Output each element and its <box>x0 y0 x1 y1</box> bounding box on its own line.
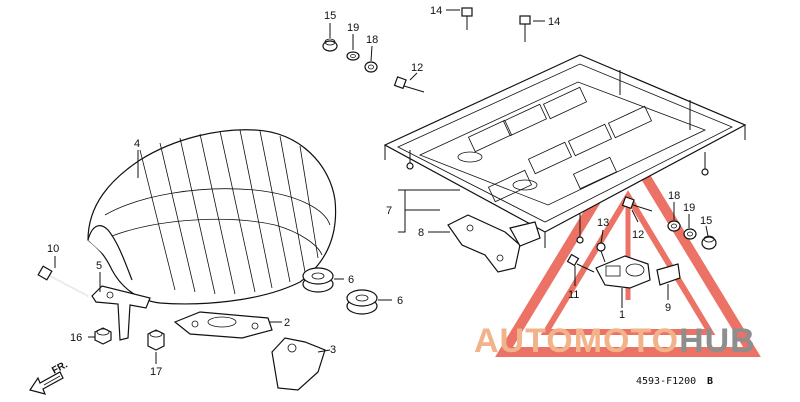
callout-9: 9 <box>665 302 671 314</box>
drawing-code-number: 4593-F1200 <box>636 376 696 387</box>
seat <box>87 129 337 305</box>
washer-19a <box>346 51 360 61</box>
callout-14a: 14 <box>430 5 442 17</box>
callout-6a: 6 <box>348 274 354 286</box>
carrier-bracket <box>447 214 541 273</box>
drawing-code: 4593-F1200 B <box>636 376 713 387</box>
watermark-logo: AUTOMOTOHUB <box>474 322 756 360</box>
callout-18b: 18 <box>668 190 680 202</box>
callout-1: 1 <box>619 309 625 321</box>
plate-2 <box>173 311 273 339</box>
washer-19b <box>683 228 697 240</box>
front-direction-arrow: FR. <box>29 359 70 395</box>
callouts: 15 19 18 14 14 12 4 7 8 10 5 6 6 2 3 16 … <box>47 5 712 378</box>
bolt-14a <box>461 7 473 30</box>
rear-carrier <box>383 54 747 248</box>
watermark-text-part1: AUTOMOTO <box>474 322 679 360</box>
washer-18b <box>667 220 681 232</box>
drawing-code-suffix: B <box>707 376 713 387</box>
bolt-12a <box>393 76 425 93</box>
nut-17 <box>147 329 165 351</box>
cushion-6b <box>346 289 378 315</box>
callout-6b: 6 <box>397 295 403 307</box>
watermark-text: AUTOMOTOHUB <box>474 322 756 360</box>
callout-10: 10 <box>47 243 59 255</box>
seat-lock-1 <box>595 255 651 289</box>
cover-3 <box>271 337 326 391</box>
callout-19b: 19 <box>683 202 695 214</box>
callout-15a: 15 <box>324 10 336 22</box>
bolt-12b <box>621 196 653 212</box>
cap-nut-15a <box>322 38 338 52</box>
bolt-10 <box>37 265 89 297</box>
callout-12b: 12 <box>632 229 644 241</box>
cushion-6a <box>302 267 334 293</box>
seat-hook-bracket <box>91 285 151 341</box>
callout-7: 7 <box>386 205 392 217</box>
nut-16 <box>94 327 112 345</box>
callout-4: 4 <box>134 138 140 150</box>
cap-nut-15b <box>701 235 717 250</box>
plate-9 <box>656 263 681 286</box>
callout-13: 13 <box>597 217 609 229</box>
callout-19a: 19 <box>347 22 359 34</box>
bolt-11 <box>566 253 595 273</box>
leader-lines <box>54 9 709 364</box>
washer-18a <box>364 61 378 73</box>
callout-18a: 18 <box>366 34 378 46</box>
callout-2: 2 <box>284 317 290 329</box>
callout-17: 17 <box>150 366 162 378</box>
callout-8: 8 <box>418 227 424 239</box>
callout-15b: 15 <box>700 215 712 227</box>
callout-11: 11 <box>568 289 579 301</box>
watermark-text-part2: HUB <box>679 322 756 360</box>
direction-label: FR. <box>50 359 70 376</box>
callout-16: 16 <box>70 332 82 344</box>
callout-14b: 14 <box>548 16 560 28</box>
bolt-14b <box>519 15 531 42</box>
screw-13 <box>596 242 606 263</box>
callout-3: 3 <box>330 344 336 356</box>
callout-12a: 12 <box>411 62 423 74</box>
callout-5: 5 <box>96 260 102 272</box>
